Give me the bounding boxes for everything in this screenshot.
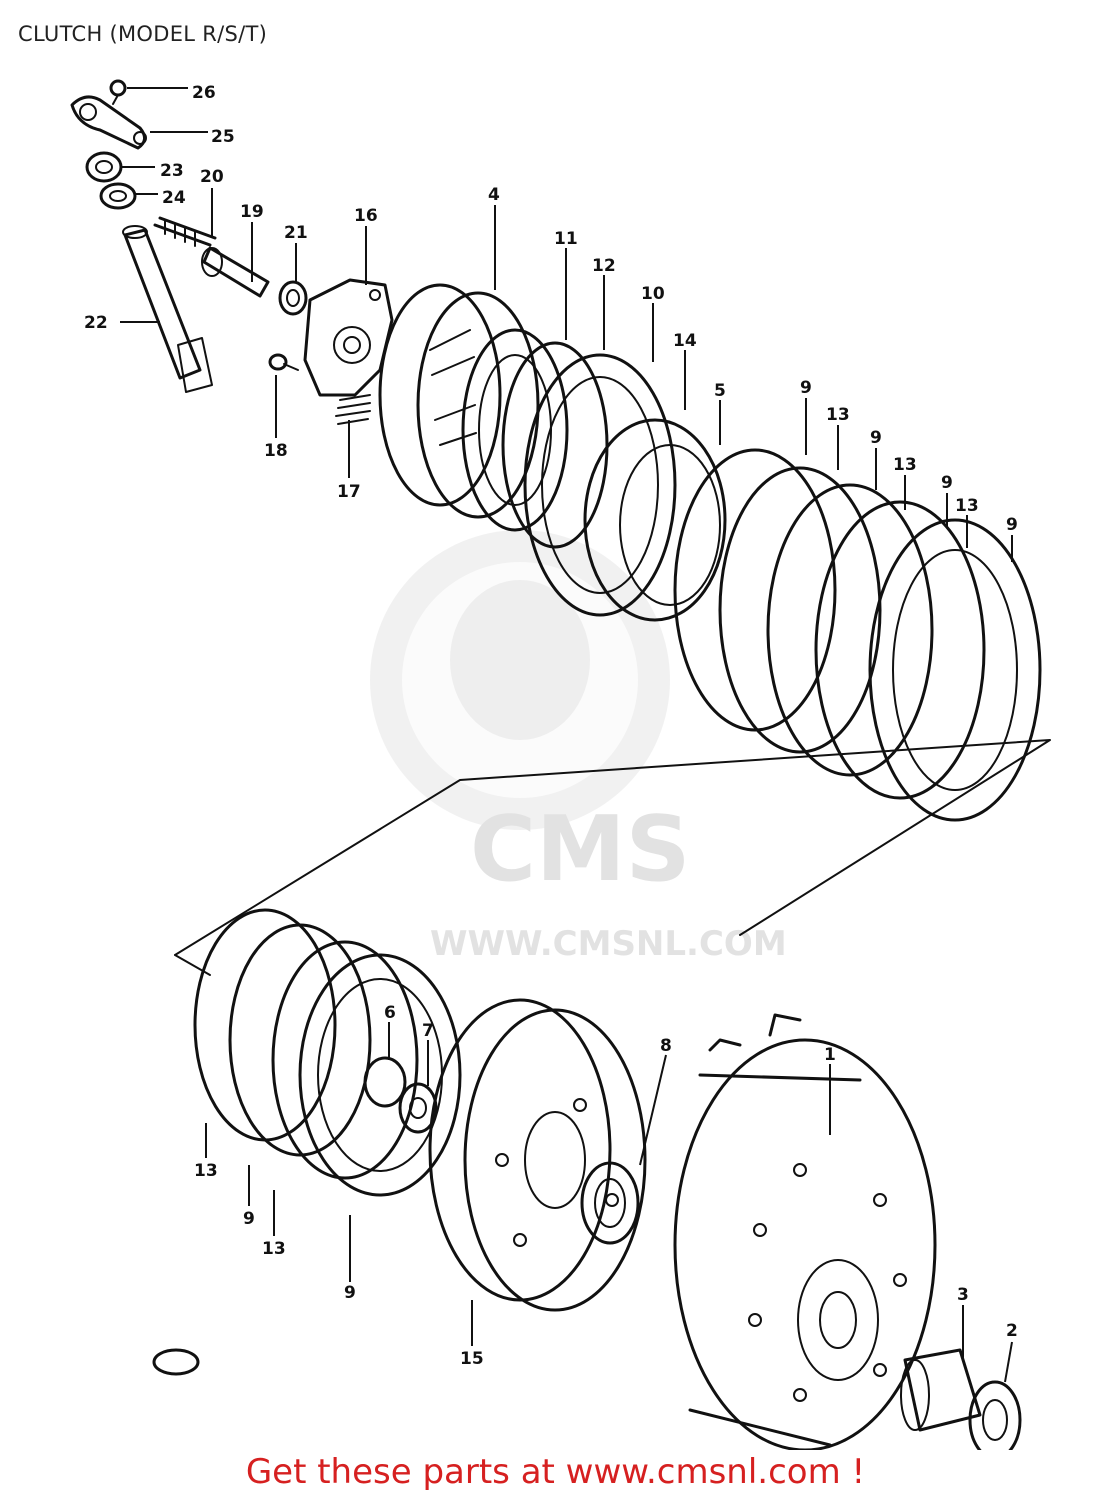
- part-lever-25: [70, 95, 147, 150]
- callout-20: 20: [200, 167, 224, 187]
- callout-5: 5: [714, 381, 726, 401]
- part-hub-15: [428, 998, 647, 1312]
- part-nut-6: [363, 1056, 407, 1108]
- callout-12: 12: [592, 256, 616, 276]
- callout-9-c: 9: [941, 473, 953, 493]
- part-spring-20: [153, 216, 217, 247]
- callout-25: 25: [211, 127, 235, 147]
- part-friction-lower: [298, 953, 462, 1197]
- callout-6: 6: [384, 1003, 396, 1023]
- callout-24: 24: [162, 188, 186, 208]
- callout-3: 3: [957, 1285, 969, 1305]
- part-pressure-plate-16: [303, 278, 394, 397]
- part-plates-lower: [193, 908, 419, 1180]
- callout-17: 17: [337, 482, 361, 502]
- callout-13-c: 13: [955, 496, 979, 516]
- callout-4: 4: [488, 185, 500, 205]
- callout-13-b: 13: [893, 455, 917, 475]
- callout-9-f: 9: [344, 1283, 356, 1303]
- section-divider: [174, 739, 1051, 956]
- callout-labels: 26 25 23 24 20 19 21 16 4 11 12 10 14 5 …: [84, 83, 1018, 1369]
- footer-link[interactable]: Get these parts at www.cmsnl.com !: [245, 1452, 866, 1492]
- callout-9-d: 9: [1006, 515, 1018, 535]
- callout-9-a: 9: [800, 378, 812, 398]
- callout-leaders: [120, 87, 1013, 1383]
- callout-2: 2: [1006, 1321, 1018, 1341]
- watermark-brand: CMS: [470, 797, 690, 902]
- part-washer-2: [968, 1380, 1022, 1450]
- callout-8: 8: [660, 1036, 672, 1056]
- callout-22: 22: [84, 313, 108, 333]
- callout-26: 26: [192, 83, 216, 103]
- callout-1: 1: [824, 1045, 836, 1065]
- part-plate-11: [461, 328, 569, 532]
- page-title: CLUTCH (MODEL R/S/T): [18, 22, 268, 46]
- exploded-clutch-diagram: CMS WWW.CMSNL.COM: [70, 79, 1051, 1450]
- watermark-url: WWW.CMSNL.COM: [430, 924, 787, 964]
- part-plate-14: [583, 418, 727, 622]
- part-washer-8: [580, 1161, 640, 1245]
- part-screw-26: [109, 79, 127, 105]
- part-plate-stack: [673, 448, 1042, 822]
- callout-21: 21: [284, 223, 308, 243]
- part-clutch-hub-4: [378, 283, 540, 519]
- callout-18: 18: [264, 441, 288, 461]
- callout-13-e: 13: [262, 1239, 286, 1259]
- callout-7: 7: [422, 1021, 434, 1041]
- callout-11: 11: [554, 229, 578, 249]
- part-spring-17: [335, 394, 371, 425]
- callout-23: 23: [160, 161, 184, 181]
- callout-16: 16: [354, 206, 378, 226]
- callout-10: 10: [641, 284, 665, 304]
- callout-9-b: 9: [870, 428, 882, 448]
- callout-15: 15: [460, 1349, 484, 1369]
- part-small-icon: [152, 1348, 200, 1376]
- part-bolt-18: [268, 353, 299, 371]
- part-washer-7: [398, 1082, 438, 1134]
- part-spacer-3: [900, 1348, 982, 1432]
- part-pushrod-19: [201, 246, 270, 298]
- part-bearing-21: [278, 280, 308, 316]
- part-shaft-22: [122, 225, 213, 393]
- callout-9-e: 9: [243, 1209, 255, 1229]
- callout-14: 14: [673, 331, 697, 351]
- part-clutch-housing-1: [673, 1013, 937, 1450]
- callout-19: 19: [240, 202, 264, 222]
- part-seal-23: [85, 151, 123, 183]
- callout-13-d: 13: [194, 1161, 218, 1181]
- part-plate-12: [501, 341, 609, 549]
- part-friction-plate-10: [523, 353, 677, 617]
- watermark: CMS WWW.CMSNL.COM: [370, 530, 787, 964]
- callout-13-a: 13: [826, 405, 850, 425]
- part-washer-24: [99, 182, 137, 210]
